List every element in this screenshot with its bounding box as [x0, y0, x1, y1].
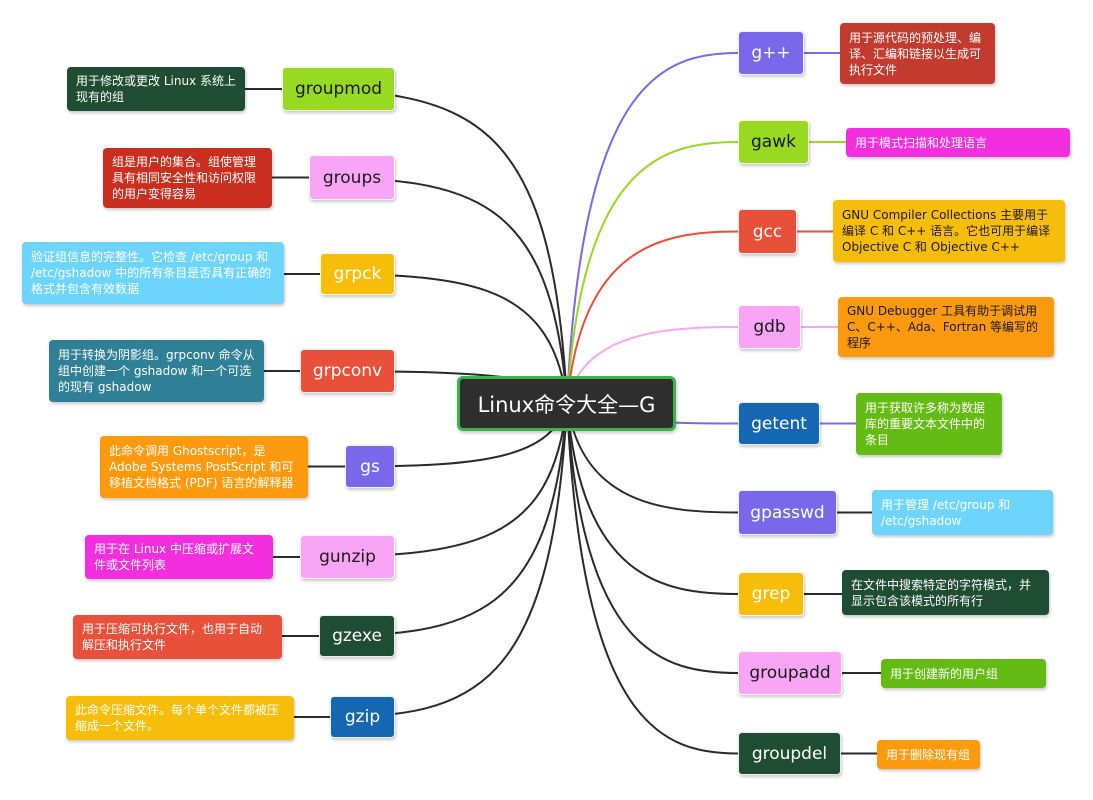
description-node-gdb: GNU Debugger 工具有助于调试用 C、C++、Ada、Fortran …: [838, 297, 1054, 357]
command-node-getent: getent: [738, 402, 820, 445]
description-node-getent: 用于获取许多称为数据库的重要文本文件中的条目: [856, 393, 1002, 455]
description-node-gawk: 用于模式扫描和处理语言: [846, 128, 1070, 157]
description-node-gcc: GNU Compiler Collections 主要用于编译 C 和 C++ …: [833, 200, 1065, 262]
command-node-grpck: grpck: [320, 253, 395, 295]
branch-line-groupdel: [566, 402, 739, 755]
command-node-gzip: gzip: [330, 696, 395, 738]
description-node-gzexe: 用于压缩可执行文件，也用于自动解压和执行文件: [73, 615, 282, 659]
command-node-gpasswd: gpasswd: [738, 490, 837, 535]
branch-line-gzexe: [318, 402, 568, 637]
description-node-gs: 此命令调用 Ghostscript，是 Adobe Systems PostSc…: [100, 436, 308, 498]
command-node-gzexe: gzexe: [319, 615, 395, 657]
branch-line-gawk: [566, 141, 739, 404]
command-node-groupdel: groupdel: [738, 732, 841, 775]
command-node-groups: groups: [309, 155, 395, 200]
command-node-grpconv: grpconv: [300, 349, 395, 393]
command-node-gunzip: gunzip: [300, 535, 395, 579]
command-node-groupadd: groupadd: [738, 651, 842, 695]
description-node-groupmod: 用于修改或更改 Linux 系统上现有的组: [67, 67, 245, 111]
description-node-gunzip: 用于在 Linux 中压缩或扩展文件或文件列表: [85, 535, 273, 579]
branch-line-gpasswd: [566, 402, 739, 514]
root-node: Linux命令大全—G: [457, 376, 676, 431]
command-node-gawk: gawk: [738, 120, 809, 164]
description-node-groups: 组是用户的集合。组使管理具有相同安全性和访问权限的用户变得容易: [103, 148, 272, 208]
branch-line-grep: [566, 402, 739, 595]
description-node-groupdel: 用于删除现有组: [877, 740, 980, 769]
command-node-gs: gs: [345, 445, 395, 488]
command-node-grep: grep: [738, 572, 804, 616]
command-node-gcc: gcc: [738, 209, 797, 254]
branch-line-g++: [566, 52, 739, 404]
command-node-groupmod: groupmod: [282, 67, 395, 111]
description-node-groupadd: 用于创建新的用户组: [881, 659, 1046, 688]
description-node-gzip: 此命令压缩文件。每个单个文件都被压缩成一个文件。: [66, 696, 294, 740]
description-node-g++: 用于源代码的预处理、编译、汇编和链接以生成可执行文件: [840, 23, 995, 84]
branch-line-groupadd: [566, 402, 739, 674]
branch-line-gcc: [566, 230, 739, 404]
command-node-g++: g++: [738, 31, 804, 75]
description-node-grpck: 验证组信息的完整性。它检查 /etc/group 和 /etc/gshadow …: [22, 242, 284, 304]
command-node-gdb: gdb: [738, 305, 801, 349]
description-node-grpconv: 用于转换为阴影组。grpconv 命令从组中创建一个 gshadow 和一个可选…: [49, 340, 264, 402]
description-node-grep: 在文件中搜索特定的字符模式，并显示包含该模式的所有行: [842, 570, 1049, 615]
description-node-gpasswd: 用于管理 /etc/group 和 /etc/gshadow: [872, 490, 1053, 535]
